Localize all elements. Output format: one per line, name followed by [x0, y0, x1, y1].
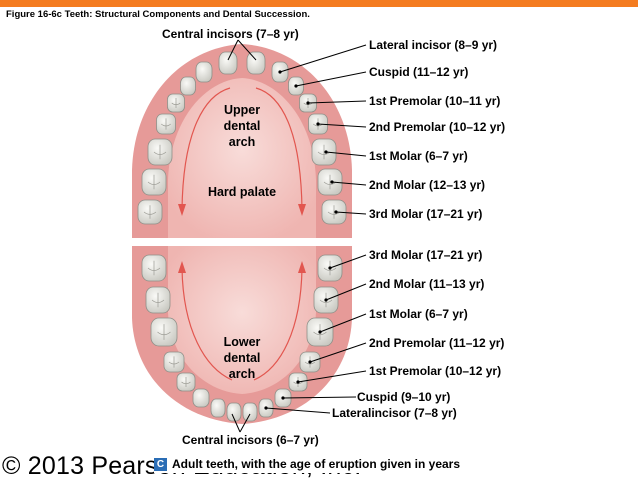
molar-tooth: [150, 317, 178, 347]
incisor-tooth: [195, 61, 213, 83]
hard-palate: [168, 78, 316, 238]
upper-right-arrow: [255, 87, 303, 211]
upper-left-arrowhead: [178, 204, 186, 216]
label-upper-dot: [334, 210, 338, 214]
label-lower-7: Lateralincisor (7–8 yr): [332, 406, 457, 420]
label-lower-dot: [281, 396, 285, 400]
label-lower-dot: [308, 360, 312, 364]
upper-central-leader: [227, 39, 257, 61]
cuspid-tooth: [180, 76, 196, 96]
incisor-tooth: [242, 402, 258, 422]
label-upper-dot: [316, 122, 320, 126]
premolar-tooth: [163, 351, 185, 373]
label-upper-2: Cuspid (11–12 yr): [369, 65, 469, 79]
label-upper-leader: [317, 123, 367, 128]
figure-badge-icon: C: [154, 457, 167, 471]
label-upper-dot: [294, 84, 298, 88]
molar-tooth: [137, 199, 163, 225]
label-upper-dot: [330, 180, 334, 184]
label-lower-5: 1st Premolar (10–12 yr): [369, 364, 502, 378]
label-lower-leader: [325, 283, 367, 301]
label-upper-central-incisors: Central incisors (7–8 yr): [162, 27, 299, 41]
figure-caption: Adult teeth, with the age of eruption gi…: [172, 457, 461, 471]
lower-arch-line: Lower: [223, 335, 261, 349]
label-lower-leader: [319, 313, 367, 333]
label-upper-dot: [306, 101, 310, 105]
upper-right-arrowhead: [298, 204, 306, 216]
label-lower-dot: [324, 298, 328, 302]
label-upper-4: 2nd Premolar (10–12 yr): [369, 120, 506, 134]
label-lower-3: 1st Molar (6–7 yr): [369, 307, 468, 321]
molar-tooth: [321, 199, 347, 225]
lower-arch-line: arch: [228, 367, 256, 381]
label-upper-3: 1st Premolar (10–11 yr): [369, 94, 501, 108]
label-leader-lines: [227, 39, 367, 433]
lower-right-arrow: [253, 267, 303, 381]
label-lower-leader: [265, 407, 331, 414]
label-upper-leader: [325, 151, 367, 157]
label-upper-leader: [331, 181, 367, 186]
molar-tooth: [311, 138, 337, 166]
molar-tooth: [317, 168, 343, 196]
molar-tooth: [147, 138, 173, 166]
premolar-tooth: [176, 372, 196, 392]
label-upper-7: 3rd Molar (17–21 yr): [369, 207, 483, 221]
molar-tooth: [145, 286, 171, 314]
hard-palate-label: Hard palate: [207, 185, 277, 199]
label-upper-5: 1st Molar (6–7 yr): [369, 149, 468, 163]
upper-arch-line: dental: [223, 119, 261, 133]
caption-box: C Adult teeth, with the age of eruption …: [154, 455, 467, 473]
molar-tooth: [141, 168, 167, 196]
lower-central-leader: [231, 413, 251, 433]
incisor-tooth: [218, 51, 238, 75]
label-lower-central-incisors: Central incisors (6–7 yr): [182, 433, 319, 447]
cuspid-tooth: [192, 388, 210, 408]
label-lower-dot: [264, 406, 268, 410]
label-lower-4: 2nd Premolar (11–12 yr): [369, 336, 505, 350]
lower-dental-arch-label: Lower dental arch: [212, 334, 272, 382]
label-lower-leader: [309, 342, 367, 363]
incisor-tooth: [210, 398, 226, 418]
upper-arch-line: arch: [228, 135, 256, 149]
lower-arch-line: dental: [223, 351, 261, 365]
label-lower-dot: [318, 330, 322, 334]
label-lower-6: Cuspid (9–10 yr): [357, 390, 451, 404]
label-upper-6: 2nd Molar (12–13 yr): [369, 178, 486, 192]
label-upper-leader: [307, 100, 367, 104]
molar-tooth: [141, 254, 167, 282]
upper-arch-line: Upper: [223, 103, 261, 117]
label-upper-1: Lateral incisor (8–9 yr): [369, 38, 498, 52]
premolar-tooth: [167, 93, 185, 113]
label-lower-2: 2nd Molar (11–13 yr): [369, 277, 485, 291]
label-upper-leader: [335, 211, 367, 215]
label-lower-dot: [296, 380, 300, 384]
label-upper-dot: [278, 70, 282, 74]
label-lower-1: 3rd Molar (17–21 yr): [369, 248, 483, 262]
lower-left-arrow: [181, 267, 233, 381]
label-upper-leader: [279, 44, 367, 73]
label-lower-leader: [297, 370, 367, 383]
label-upper-leader: [295, 71, 367, 87]
upper-dental-arch-label: Upper dental arch: [212, 102, 272, 150]
label-lower-dot: [328, 266, 332, 270]
premolar-tooth: [156, 113, 176, 135]
figure-title: Figure 16-6c Teeth: Structural Component…: [6, 9, 310, 20]
upper-left-arrow: [181, 87, 231, 211]
label-lower-leader: [329, 254, 367, 269]
incisor-tooth: [246, 51, 266, 75]
incisor-tooth: [226, 402, 242, 422]
lower-left-arrowhead: [178, 261, 186, 273]
lower-right-arrowhead: [298, 261, 306, 273]
top-accent-bar: [0, 0, 638, 7]
label-lower-leader: [282, 396, 357, 399]
label-upper-dot: [324, 150, 328, 154]
